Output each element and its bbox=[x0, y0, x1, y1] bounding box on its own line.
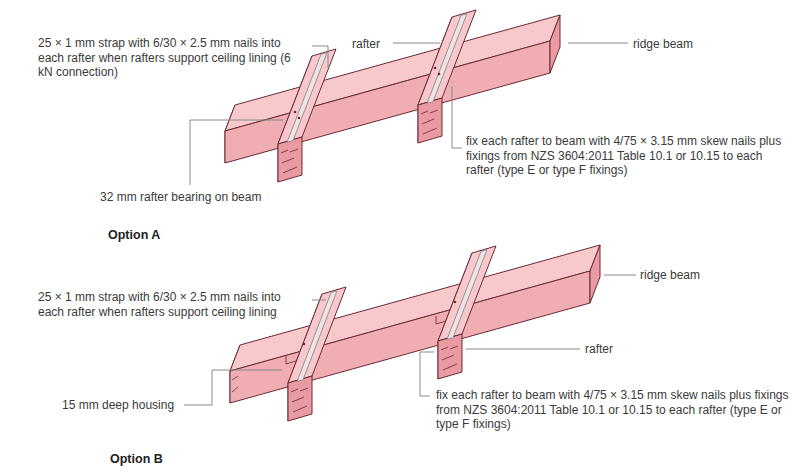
housing-line bbox=[286, 356, 296, 364]
fixing-note: fix each rafter to beam with 4/75 × 3.15… bbox=[436, 388, 792, 432]
end-grain bbox=[291, 388, 308, 412]
end-grain bbox=[232, 376, 238, 392]
part-name: rafter bbox=[352, 37, 380, 52]
fixing-note: fix each rafter to beam with 4/75 × 3.15… bbox=[466, 134, 792, 178]
housing-line bbox=[436, 316, 446, 324]
rafter-end bbox=[438, 334, 462, 379]
leader-line bbox=[466, 349, 580, 350]
leader-line bbox=[452, 86, 462, 148]
strap bbox=[447, 250, 487, 340]
strap bbox=[287, 53, 327, 143]
dimension-note: 32 mm rafter bearing on beam bbox=[100, 190, 261, 205]
rafter-top bbox=[418, 10, 476, 105]
part-name: rafter bbox=[585, 342, 613, 357]
nail bbox=[303, 343, 306, 346]
option-heading: Option B bbox=[110, 452, 163, 467]
nail bbox=[434, 67, 437, 70]
beam-end bbox=[590, 245, 600, 303]
leader-line bbox=[393, 43, 440, 44]
end-grain bbox=[281, 149, 298, 173]
dimension-note: 15 mm deep housing bbox=[62, 398, 174, 413]
rafter-top bbox=[438, 246, 496, 341]
strap-note: 25 × 1 mm strap with 6/30 × 2.5 mm nails… bbox=[38, 36, 308, 80]
leader-line bbox=[312, 300, 326, 301]
rafter-top bbox=[288, 287, 346, 383]
part-name: ridge beam bbox=[633, 37, 693, 52]
leader-line bbox=[568, 43, 628, 44]
strap bbox=[427, 14, 467, 104]
leader-line bbox=[312, 46, 328, 68]
rafter-end bbox=[418, 98, 442, 143]
strap bbox=[297, 291, 337, 382]
strap-note: 25 × 1 mm strap with 6/30 × 2.5 mm nails… bbox=[38, 290, 308, 319]
leader-line bbox=[604, 275, 636, 276]
leader-line bbox=[184, 370, 282, 405]
leader-line bbox=[420, 352, 434, 396]
nail bbox=[298, 117, 301, 120]
leader-line bbox=[190, 120, 283, 185]
option-heading: Option A bbox=[108, 228, 160, 243]
nail bbox=[454, 301, 457, 304]
part-name: ridge beam bbox=[640, 268, 700, 283]
end-grain bbox=[421, 110, 438, 134]
rafter-end bbox=[278, 137, 302, 182]
nail bbox=[294, 111, 297, 114]
rafter-end bbox=[288, 376, 312, 421]
end-grain bbox=[441, 346, 458, 370]
beam-face bbox=[230, 271, 590, 403]
beam-end bbox=[550, 15, 560, 73]
nail bbox=[438, 73, 441, 76]
